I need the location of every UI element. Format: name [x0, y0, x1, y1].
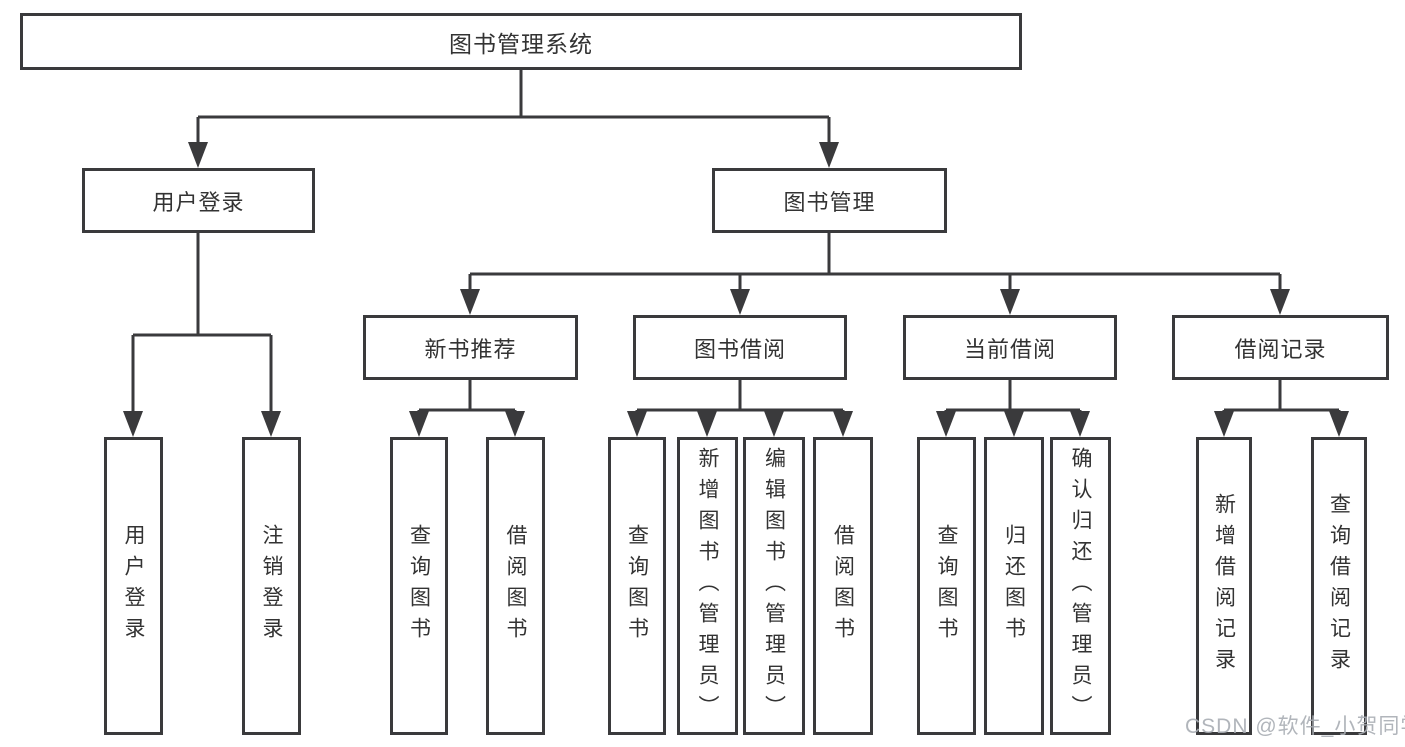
arrowhead-icon	[1270, 289, 1290, 315]
leaf-confirm-return-admin: 确认归还（管理员）	[1050, 437, 1111, 735]
arrowhead-icon	[460, 289, 480, 315]
node-current-borrowing: 当前借阅	[903, 315, 1117, 380]
arrowhead-icon	[1070, 411, 1090, 437]
node-label: 查询图书	[407, 524, 431, 648]
leaf-query-books-current: 查询图书	[917, 437, 976, 735]
arrowhead-icon	[936, 411, 956, 437]
node-label: 借阅图书	[831, 524, 855, 648]
node-borrow-records: 借阅记录	[1172, 315, 1389, 380]
connector-line	[635, 380, 845, 414]
leaf-query-books-borrowing: 查询图书	[608, 437, 666, 735]
node-label: 当前借阅	[963, 336, 1056, 362]
connector-line	[944, 380, 1082, 414]
node-label: 新书推荐	[424, 336, 517, 362]
connector-line	[131, 233, 273, 414]
leaf-logout: 注销登录	[242, 437, 301, 735]
node-label: 查询图书	[935, 524, 958, 648]
arrowhead-icon	[819, 142, 839, 168]
node-library-management-system: 图书管理系统	[20, 13, 1022, 70]
leaf-borrow-books-borrowing: 借阅图书	[813, 437, 873, 735]
arrowhead-icon	[505, 411, 525, 437]
connector-line	[468, 233, 1282, 292]
node-label: 借阅记录	[1234, 336, 1327, 362]
node-label: 用户登录	[152, 189, 245, 215]
node-label: 图书借阅	[693, 336, 786, 362]
node-label: 编辑图书（管理员）	[762, 446, 786, 726]
leaf-borrow-books-recommend: 借阅图书	[486, 437, 545, 735]
arrowhead-icon	[409, 411, 429, 437]
node-label: 图书管理系统	[449, 30, 593, 57]
arrowhead-icon	[123, 411, 143, 437]
arrowhead-icon	[730, 289, 750, 315]
node-label: 借阅图书	[504, 524, 527, 648]
arrowhead-icon	[1004, 411, 1024, 437]
connector-line	[196, 70, 831, 145]
leaf-user-login: 用户登录	[104, 437, 163, 735]
connector-line	[1222, 380, 1341, 414]
node-label: 图书管理	[783, 189, 876, 215]
arrowhead-icon	[764, 411, 784, 437]
leaf-edit-book-admin: 编辑图书（管理员）	[743, 437, 805, 735]
leaf-return-book: 归还图书	[984, 437, 1044, 735]
node-label: 新增借阅记录	[1212, 493, 1236, 679]
node-book-management: 图书管理	[712, 168, 947, 233]
connector-line	[417, 380, 517, 414]
csdn-watermark: CSDN @软件_小贺同学	[1185, 715, 1405, 738]
arrowhead-icon	[261, 411, 281, 437]
node-label: 归还图书	[1002, 524, 1026, 648]
arrowhead-icon	[1000, 289, 1020, 315]
arrowhead-icon	[627, 411, 647, 437]
node-label: 注销登录	[260, 524, 283, 648]
node-book-borrowing: 图书借阅	[633, 315, 847, 380]
arrowhead-icon	[1214, 411, 1234, 437]
node-label: 查询图书	[625, 524, 649, 648]
node-label: 查询借阅记录	[1327, 493, 1351, 679]
node-label: 确认归还（管理员）	[1069, 446, 1092, 726]
arrowhead-icon	[1329, 411, 1349, 437]
leaf-add-borrow-record: 新增借阅记录	[1196, 437, 1252, 735]
arrowhead-icon	[697, 411, 717, 437]
leaf-query-books-recommend: 查询图书	[390, 437, 448, 735]
leaf-add-book-admin: 新增图书（管理员）	[677, 437, 738, 735]
node-new-book-recommend: 新书推荐	[363, 315, 578, 380]
node-label: 用户登录	[122, 524, 145, 648]
leaf-query-borrow-record: 查询借阅记录	[1311, 437, 1367, 735]
arrowhead-icon	[188, 142, 208, 168]
arrowhead-icon	[833, 411, 853, 437]
node-user-login: 用户登录	[82, 168, 315, 233]
node-label: 新增图书（管理员）	[696, 446, 719, 726]
